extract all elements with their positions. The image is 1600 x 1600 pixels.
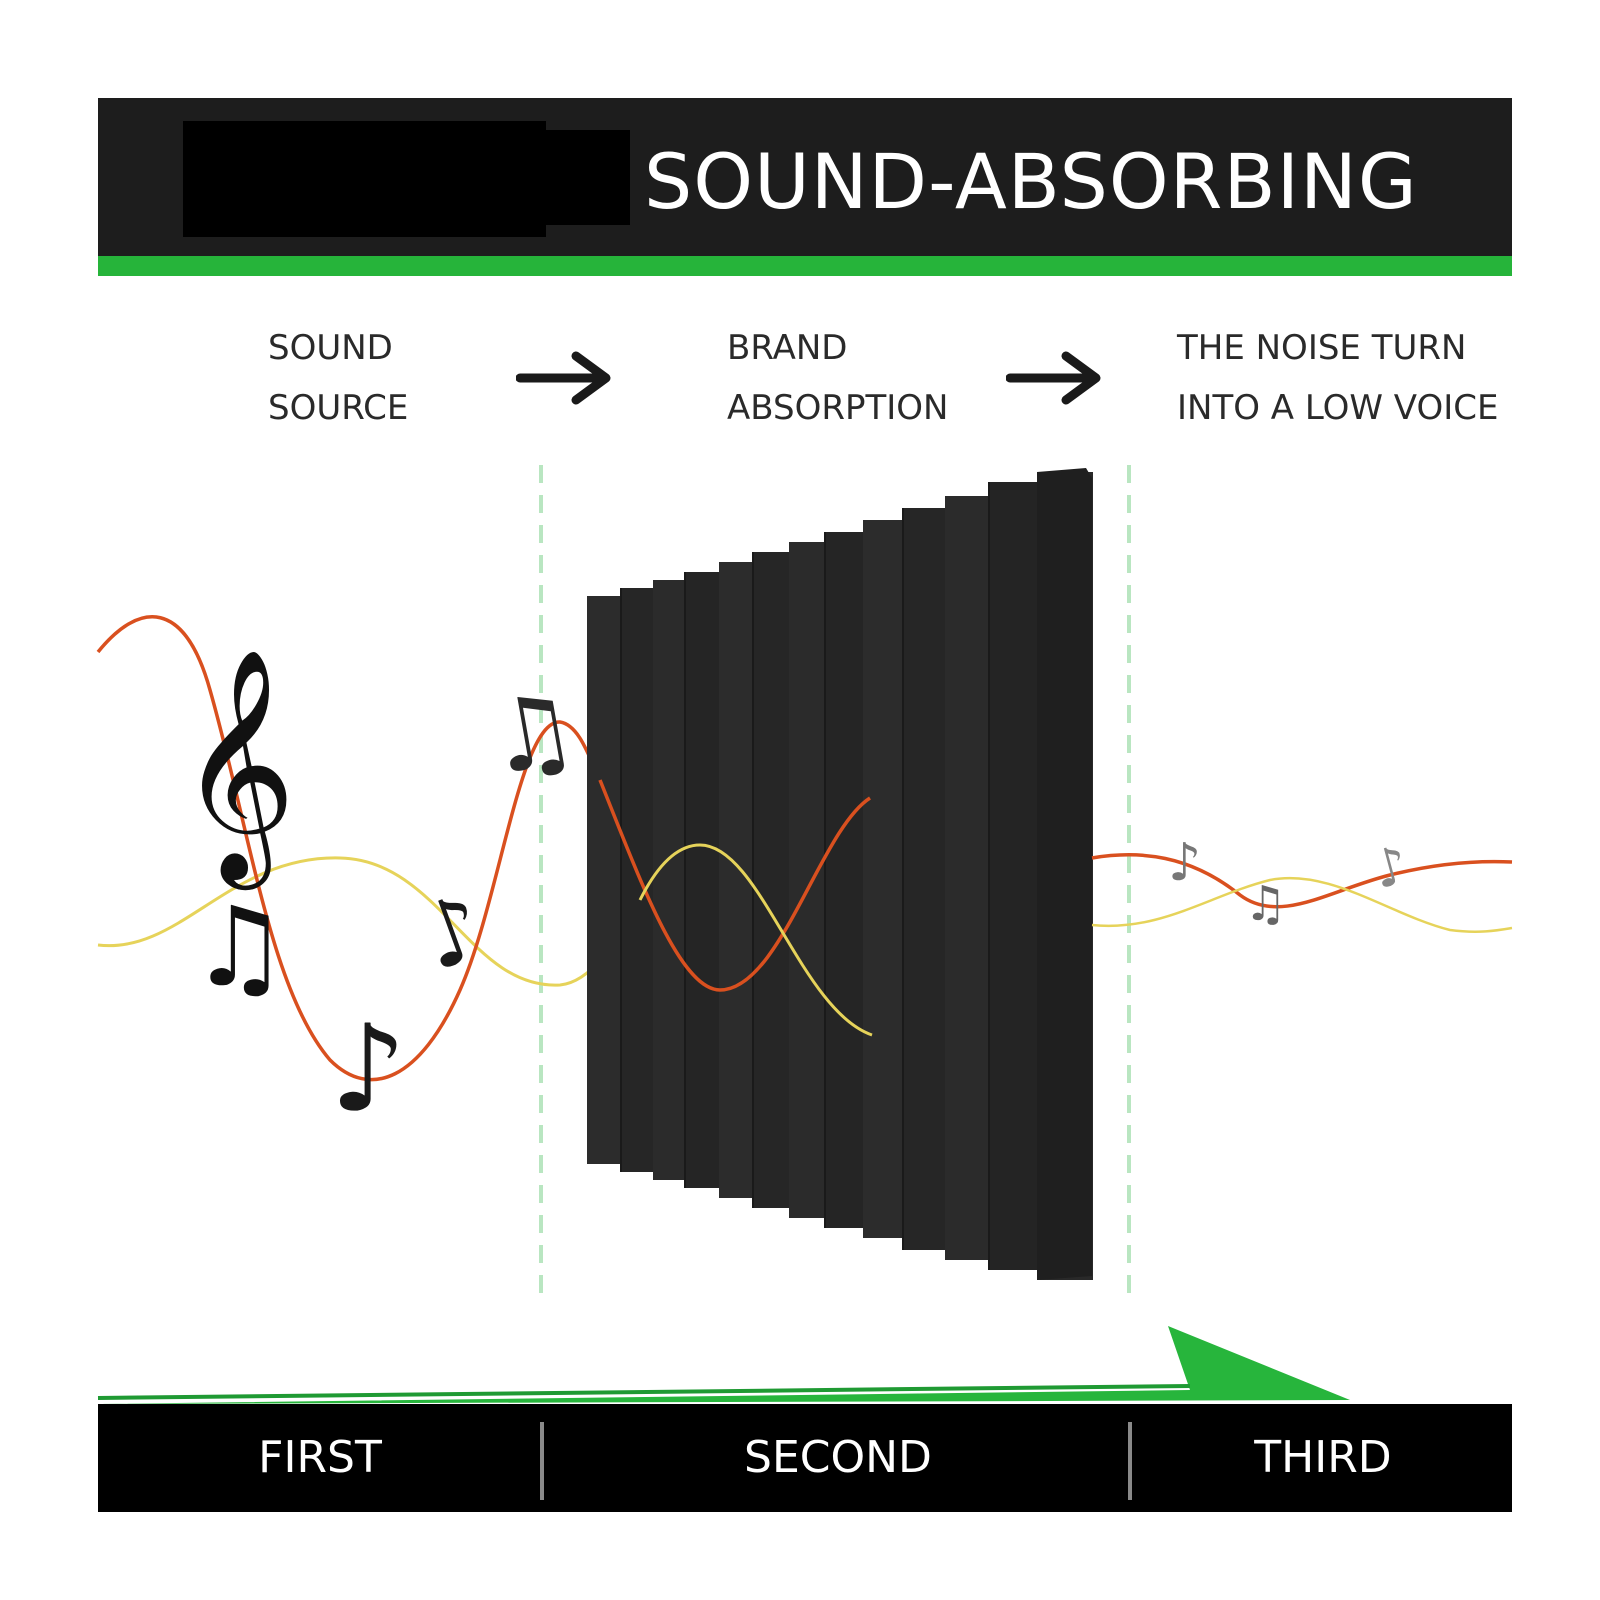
music-note-icon: ♫: [190, 883, 289, 1011]
step-2-line-1: BRAND: [727, 328, 848, 368]
header-accent-stripe: [98, 256, 1512, 276]
stage-divider: [1128, 1422, 1132, 1500]
arrow-right-icon: [516, 351, 611, 405]
stage-first: FIRST: [258, 1432, 382, 1483]
acoustic-panel-icon: [587, 468, 1093, 1280]
wave-primary-low: [1091, 853, 1513, 909]
music-note-icon: ♪: [1168, 833, 1201, 893]
stage-third: THIRD: [1254, 1432, 1392, 1483]
step-2-line-2: ABSORPTION: [727, 388, 949, 428]
redacted-brand-block: [183, 121, 546, 237]
stage-second: SECOND: [744, 1432, 932, 1483]
step-label-low-voice: THE NOISE TURN INTO A LOW VOICE: [1177, 318, 1498, 438]
music-note-icon: ♪: [330, 1000, 407, 1139]
arrow-right-icon: [1006, 351, 1101, 405]
wave-primary: [96, 615, 602, 1082]
step-3-line-2: INTO A LOW VOICE: [1177, 388, 1499, 428]
step-label-sound-source: SOUND SOURCE: [268, 318, 408, 438]
step-3-line-1: THE NOISE TURN: [1177, 328, 1467, 368]
treble-clef-icon: 𝄞: [178, 647, 296, 890]
progress-arrow-icon: [98, 1326, 1350, 1404]
stage-bar: [98, 1404, 1512, 1512]
music-note-icon: ♫: [1244, 876, 1287, 932]
step-1-line-1: SOUND: [268, 328, 393, 368]
step-1-line-2: SOURCE: [268, 388, 409, 428]
music-note-icon: ♪: [1367, 835, 1415, 902]
music-note-icon: ♫: [477, 668, 586, 799]
music-note-icon: ♪: [408, 874, 498, 992]
stage-divider: [540, 1422, 544, 1500]
redacted-brand-block-tail: [546, 130, 630, 225]
wave-secondary-low: [1091, 876, 1513, 933]
wave-secondary-absorbed: [638, 843, 873, 1037]
page-title: SOUND-ABSORBING: [644, 137, 1418, 226]
step-label-absorption: BRAND ABSORPTION: [727, 318, 948, 438]
wave-primary-absorbed: [598, 779, 871, 992]
